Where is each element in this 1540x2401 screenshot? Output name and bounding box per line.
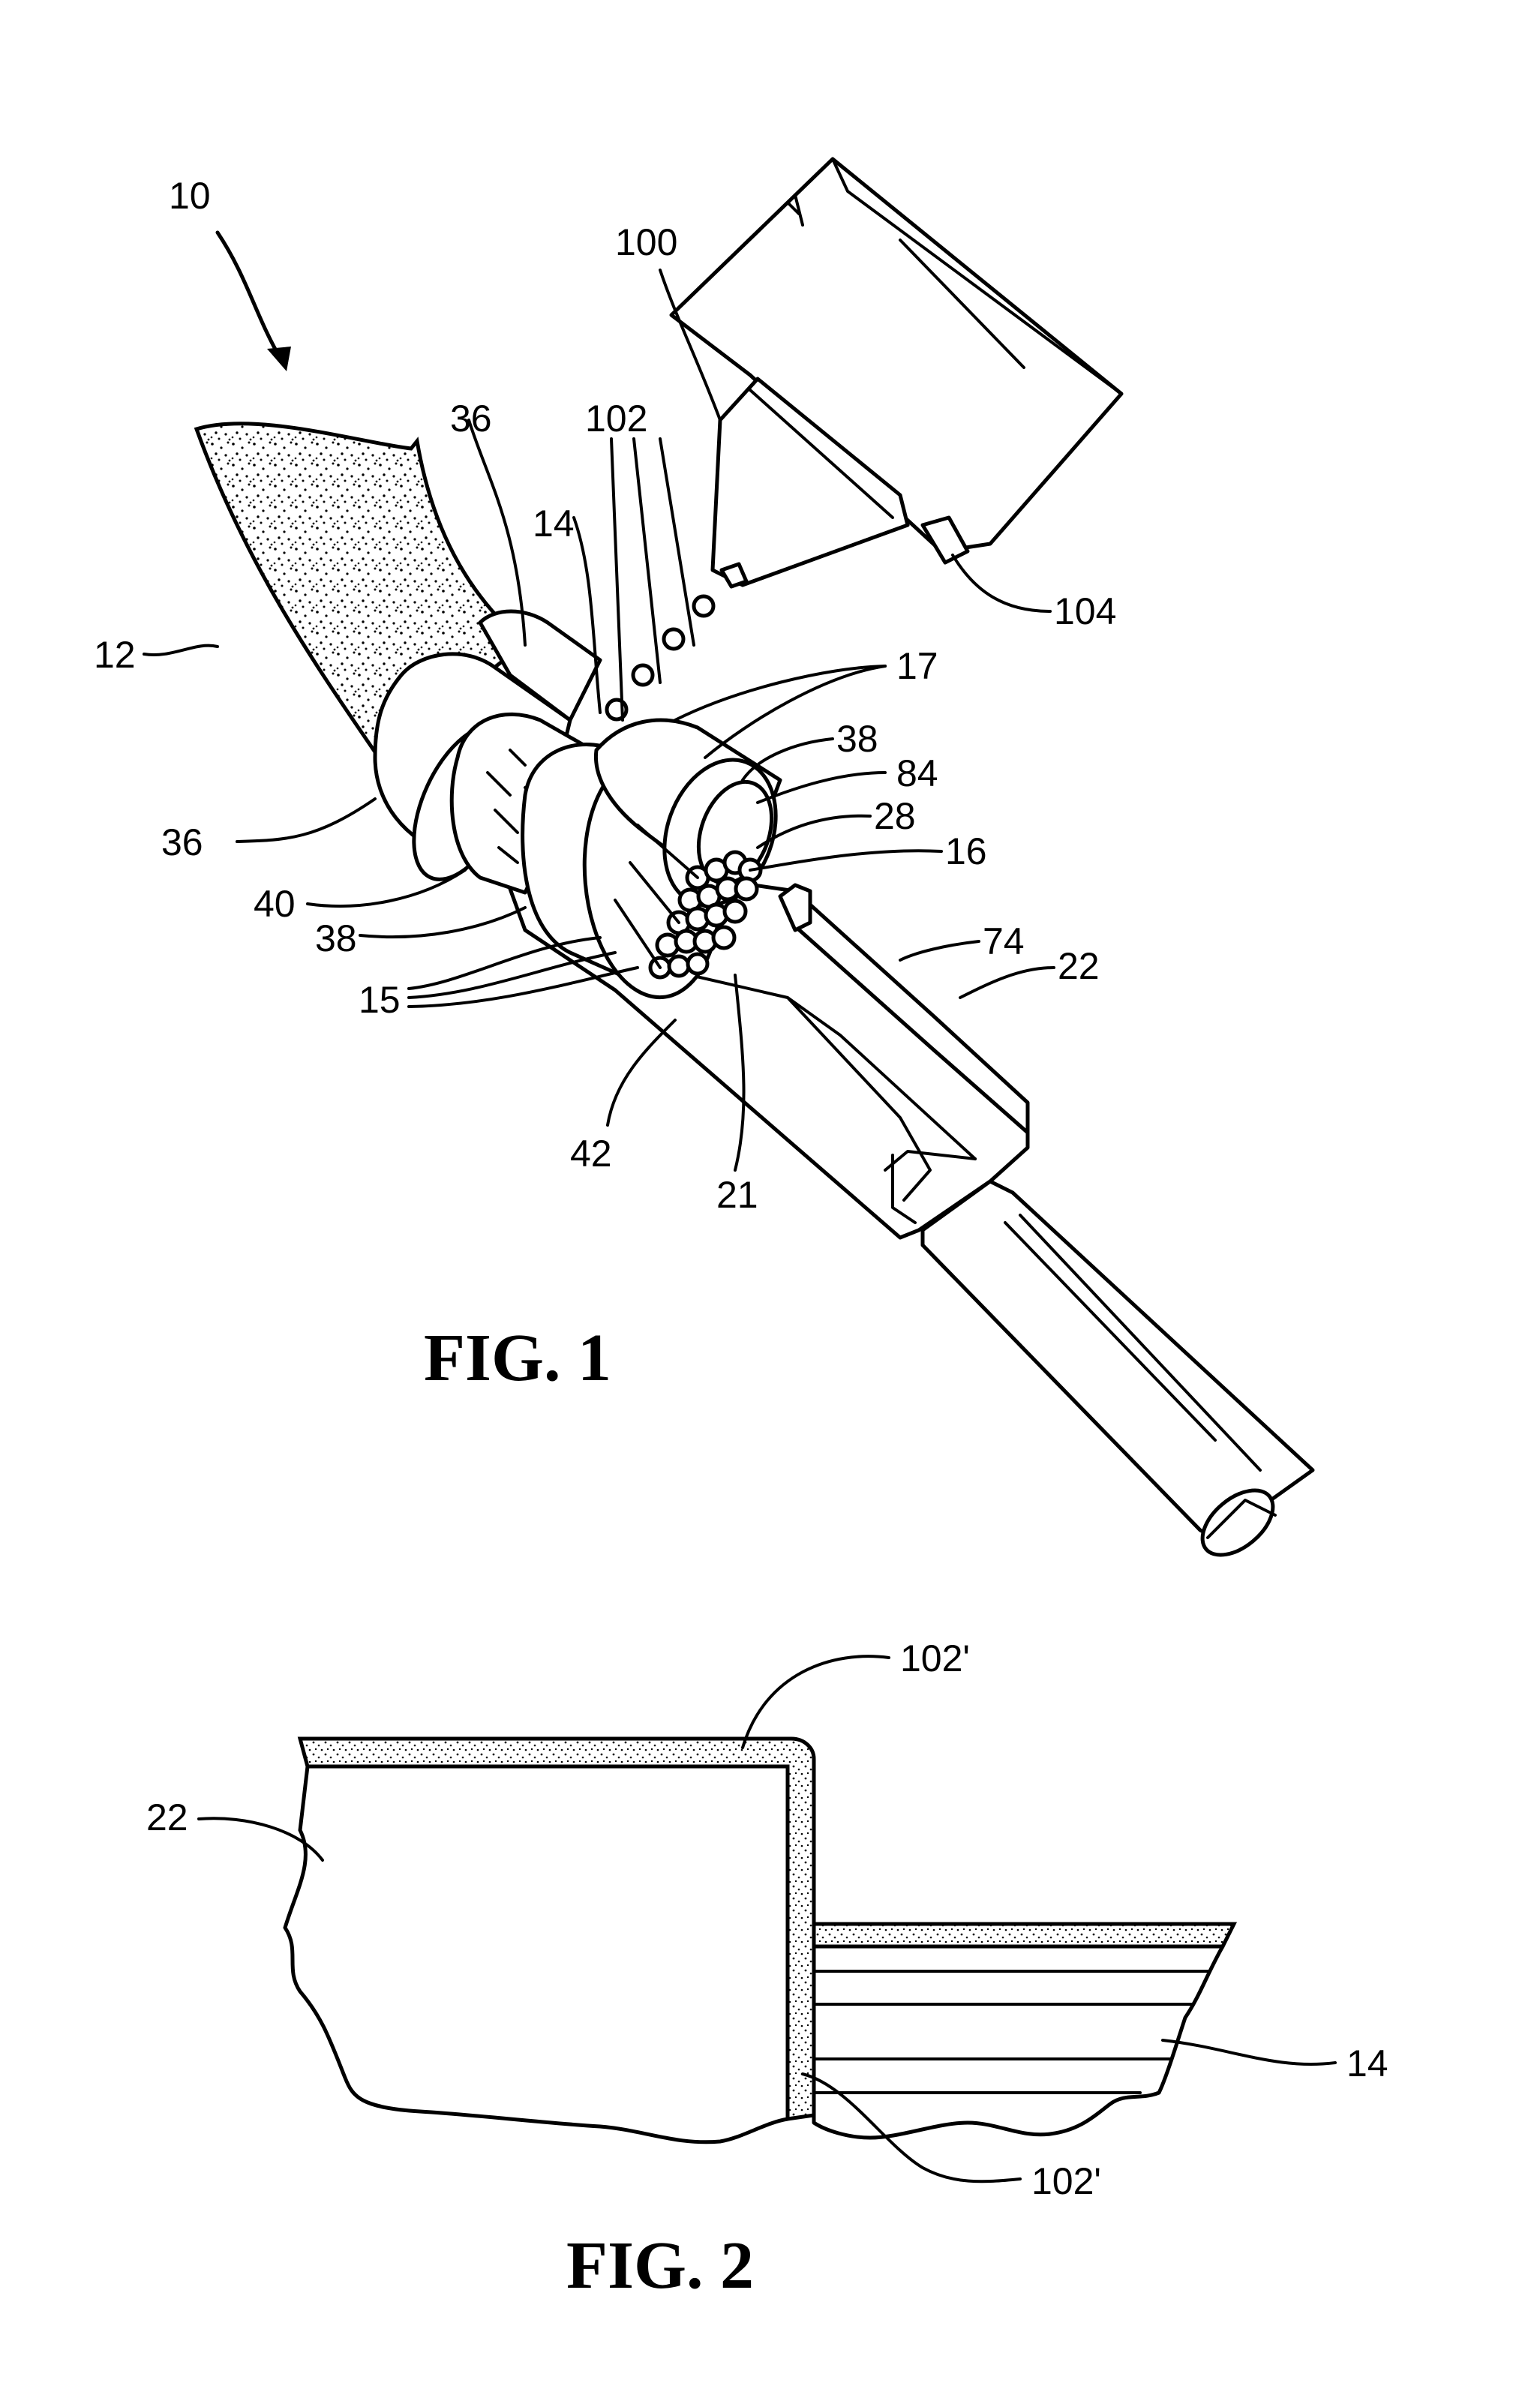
label-14: 14 [533,503,575,545]
leader-14 [1163,2040,1335,2064]
label-12: 12 [94,634,136,676]
figure-1: 10 100 36 102 14 12 104 17 38 84 28 36 1… [94,159,1313,1568]
label-14: 14 [1346,2042,1388,2084]
label-102-prime-top: 102' [900,1637,970,1679]
label-10: 10 [169,175,211,217]
assembly-arrowhead [267,347,291,371]
label-36-top: 36 [450,398,492,440]
label-38-right: 38 [836,718,878,760]
label-74: 74 [983,920,1025,962]
label-84: 84 [896,752,938,794]
label-15: 15 [359,979,401,1021]
label-102-prime-inner: 102' [1031,2160,1101,2202]
label-100: 100 [615,221,677,263]
assembly-arrow [218,233,281,360]
figure-2-caption: FIG. 2 [566,2228,754,2303]
conductor-body [814,1946,1223,2138]
label-38-left: 38 [315,917,357,959]
label-28: 28 [874,795,916,837]
figure-1-caption: FIG. 1 [424,1321,611,1395]
figure-2: 102' 22 14 102' FIG. 2 [146,1637,1388,2303]
label-22: 22 [146,1796,188,1838]
conductor-coating [814,1924,1234,1946]
dispenser-head [671,159,1121,587]
label-104: 104 [1054,590,1116,632]
label-21: 21 [716,1174,758,1216]
leader-102-top [743,1656,889,1748]
label-40: 40 [254,883,296,925]
label-102: 102 [585,398,647,440]
label-17: 17 [896,645,938,687]
terminal-body [285,1766,788,2142]
label-22: 22 [1058,945,1100,987]
label-42: 42 [570,1133,612,1175]
label-16: 16 [945,830,987,872]
label-36-left: 36 [161,821,203,863]
